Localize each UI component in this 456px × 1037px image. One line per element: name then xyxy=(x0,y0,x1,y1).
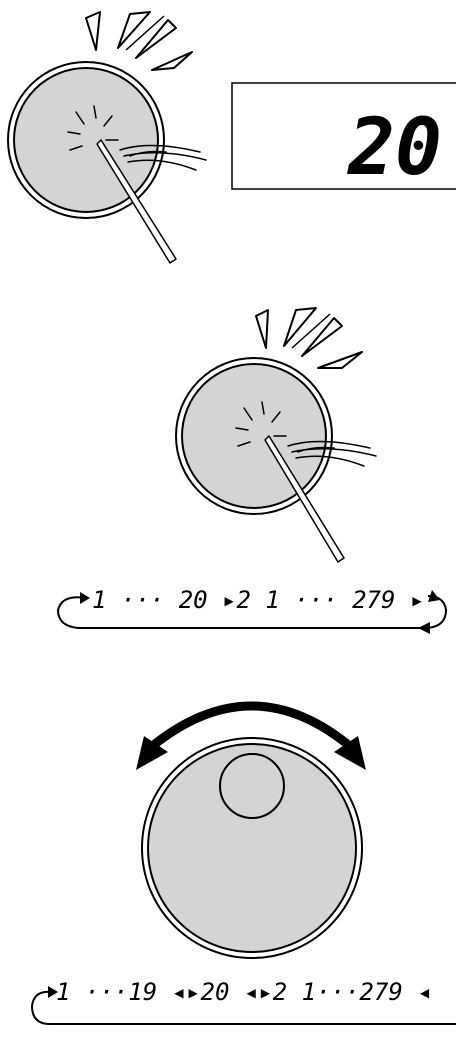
sequence-forward-label: 1 ··· 20 ▸2 1 ··· 279 ▸ xyxy=(92,586,424,614)
sequence-bidirectional: 1 ···19 ◂▸20 ◂▸2 1···279 ◂ xyxy=(32,978,456,1024)
lcd-display: 20 xyxy=(232,83,456,193)
strike-burst-icon xyxy=(256,308,362,368)
sequence-forward: 1 ··· 20 ▸2 1 ··· 279 ▸ xyxy=(58,586,446,634)
panel-1: 20 xyxy=(8,12,456,263)
knob-indicator xyxy=(220,754,284,818)
rotary-knob[interactable] xyxy=(142,738,362,958)
arrow-head-icon xyxy=(418,622,430,634)
arrow-head-icon xyxy=(80,592,90,604)
panel-2: 1 ··· 20 ▸2 1 ··· 279 ▸ xyxy=(58,308,446,634)
drum-pad[interactable] xyxy=(176,358,332,514)
panel-3: 1 ···19 ◂▸20 ◂▸2 1···279 ◂ xyxy=(32,706,456,1024)
strike-burst-icon xyxy=(86,12,192,70)
drum-pad[interactable] xyxy=(8,62,164,218)
display-value: 20 xyxy=(346,103,442,193)
sequence-bidirectional-label: 1 ···19 ◂▸20 ◂▸2 1···279 ◂ xyxy=(56,978,432,1006)
